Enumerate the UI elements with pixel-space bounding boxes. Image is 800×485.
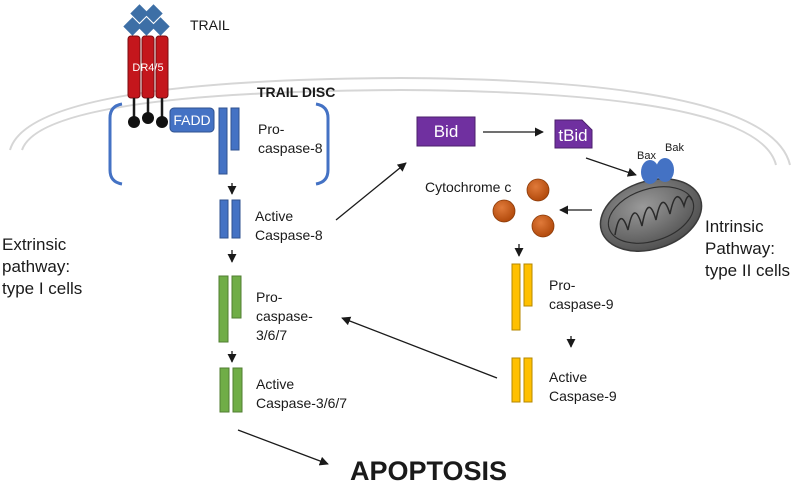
active-caspase-9 xyxy=(511,357,533,403)
cytochrome-c-molecule xyxy=(531,214,555,238)
trail-diamond xyxy=(130,4,149,23)
fadd-label: FADD xyxy=(173,112,210,128)
cytochrome-c-label: Cytochrome c xyxy=(425,179,511,195)
active-caspase-8-label: Active Caspase-8 xyxy=(255,208,323,243)
active-caspase-9-label: Active Caspase-9 xyxy=(549,369,617,404)
cytochrome-c-molecule xyxy=(526,178,550,202)
arrow-tbid-to-mito xyxy=(585,157,637,177)
disc-label: TRAIL DISC xyxy=(257,84,335,100)
trail-diamond xyxy=(144,4,163,23)
arrow-casp9-to-casp3 xyxy=(341,316,498,379)
intrinsic-label: Intrinsic Pathway: type II cells xyxy=(705,217,790,280)
trail-diamond xyxy=(137,17,156,36)
pro-caspase-9 xyxy=(511,263,533,331)
tbid-label: tBid xyxy=(558,126,587,145)
arrow-casp8-to-bid xyxy=(335,162,407,221)
cell-membrane xyxy=(9,76,791,166)
tbid-box xyxy=(554,119,593,149)
apoptosis-label: APOPTOSIS xyxy=(350,456,507,485)
bax-label: Bax xyxy=(637,150,656,162)
cytochrome-c-molecule xyxy=(492,199,516,223)
pro-caspase-8-label: Pro- caspase-8 xyxy=(258,121,323,156)
fadd-box xyxy=(169,107,215,133)
bid-label: Bid xyxy=(434,122,459,141)
bak-protein xyxy=(656,158,674,182)
pro-caspase-8 xyxy=(218,107,240,175)
bid-box xyxy=(416,116,476,147)
bak-label: Bak xyxy=(665,142,684,154)
trail-diamond xyxy=(151,17,170,36)
bax-protein xyxy=(641,160,659,184)
disc-bracket xyxy=(108,102,330,186)
receptor-label: DR4/5 xyxy=(132,62,163,74)
pro-caspase-367 xyxy=(218,275,242,343)
dr45-receptor xyxy=(127,35,169,128)
pro-caspase-367-label: Pro- caspase- 3/6/7 xyxy=(256,289,317,343)
active-caspase-367 xyxy=(219,367,243,413)
active-caspase-367-label: Active Caspase-3/6/7 xyxy=(256,376,347,411)
mitochondrion xyxy=(599,178,703,252)
arrow-to-apoptosis xyxy=(237,429,329,466)
pro-caspase-9-label: Pro- caspase-9 xyxy=(549,277,614,312)
trail-label: TRAIL xyxy=(190,17,230,33)
extrinsic-label: Extrinsic pathway: type I cells xyxy=(2,235,82,298)
active-caspase-8 xyxy=(219,199,241,239)
trail-ligand xyxy=(123,4,170,36)
trail-diamond xyxy=(123,17,142,36)
